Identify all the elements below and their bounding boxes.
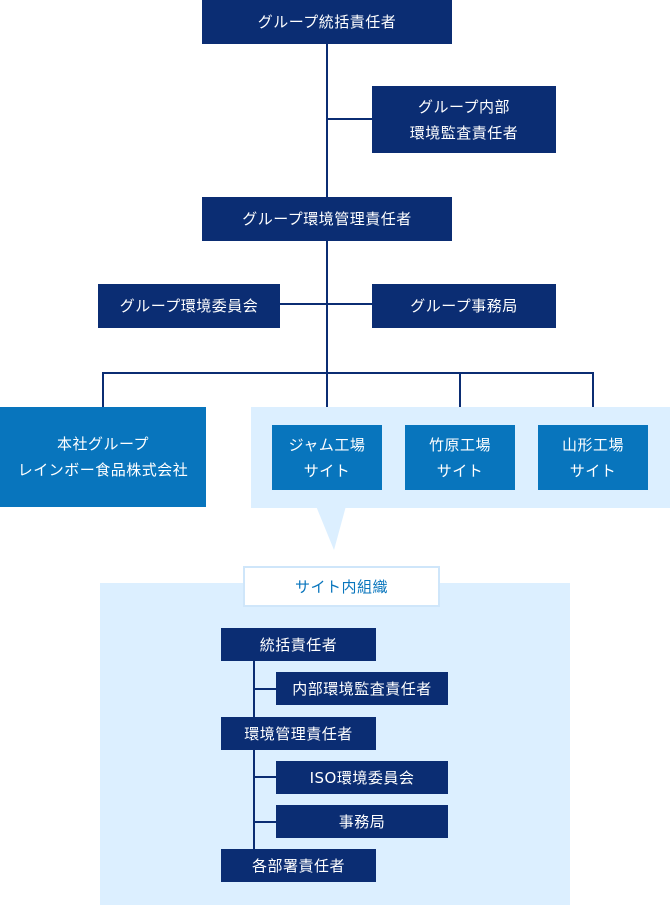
site-org-dept-managers-box: 各部署責任者: [221, 849, 376, 882]
site-honsha-label-1: 本社グループ: [56, 435, 150, 453]
group-office-label: グループ事務局: [410, 297, 518, 315]
group-audit-label-1: グループ内部: [417, 97, 511, 116]
group-audit-box: グループ内部 環境監査責任者: [372, 86, 556, 153]
group-env-manager-box: グループ環境管理責任者: [202, 197, 452, 241]
group-head-label: グループ統括責任者: [257, 13, 397, 31]
connector-site-honsha: [102, 372, 104, 408]
group-committee-label: グループ環境委員会: [119, 297, 259, 315]
site-jam-label-2: サイト: [303, 461, 351, 480]
site-org-iso-committee-label: ISO環境委員会: [309, 768, 415, 787]
connector-audit: [326, 118, 373, 120]
site-org-connector-audit: [253, 688, 277, 690]
connector-site-takehara: [459, 372, 461, 426]
site-org-audit-label: 内部環境監査責任者: [292, 679, 432, 698]
site-takehara-label-2: サイト: [436, 461, 484, 480]
site-org-title: サイト内組織: [294, 578, 388, 596]
site-org-connector-vertical: [253, 660, 255, 850]
site-org-title-box: サイト内組織: [243, 566, 440, 607]
site-org-office-box: 事務局: [276, 805, 448, 838]
group-audit-label-2: 環境監査責任者: [409, 123, 519, 142]
site-yamagata-box: 山形工場 サイト: [538, 425, 648, 490]
site-org-head-label: 統括責任者: [259, 635, 338, 654]
site-org-env-manager-box: 環境管理責任者: [221, 717, 376, 750]
group-office-box: グループ事務局: [372, 284, 556, 328]
group-env-manager-label: グループ環境管理責任者: [242, 210, 412, 228]
site-org-head-box: 統括責任者: [221, 628, 376, 661]
site-honsha-label-2: レインボー食品株式会社: [17, 461, 189, 479]
group-head-box: グループ統括責任者: [202, 0, 452, 44]
site-org-connector-office: [253, 821, 277, 823]
site-jam-label-1: ジャム工場: [288, 435, 366, 454]
site-jam-box: ジャム工場 サイト: [272, 425, 382, 490]
site-org-audit-box: 内部環境監査責任者: [276, 672, 448, 705]
site-org-dept-managers-label: 各部署責任者: [251, 856, 345, 875]
callout-pointer: [316, 506, 346, 550]
group-committee-box: グループ環境委員会: [98, 284, 280, 328]
site-takehara-label-1: 竹原工場: [428, 435, 491, 454]
site-yamagata-label-1: 山形工場: [561, 435, 624, 454]
site-org-connector-iso: [253, 776, 277, 778]
site-org-iso-committee-box: ISO環境委員会: [276, 761, 448, 794]
site-takehara-box: 竹原工場 サイト: [405, 425, 515, 490]
site-org-office-label: 事務局: [338, 812, 386, 831]
site-org-env-manager-label: 環境管理責任者: [244, 724, 353, 743]
connector-sites-horizontal: [102, 372, 594, 374]
site-yamagata-label-2: サイト: [569, 461, 617, 480]
connector-site-jam: [326, 372, 328, 426]
connector-committee-office: [280, 303, 373, 305]
connector-site-yamagata: [592, 372, 594, 426]
site-honsha-box: 本社グループ レインボー食品株式会社: [0, 407, 206, 507]
